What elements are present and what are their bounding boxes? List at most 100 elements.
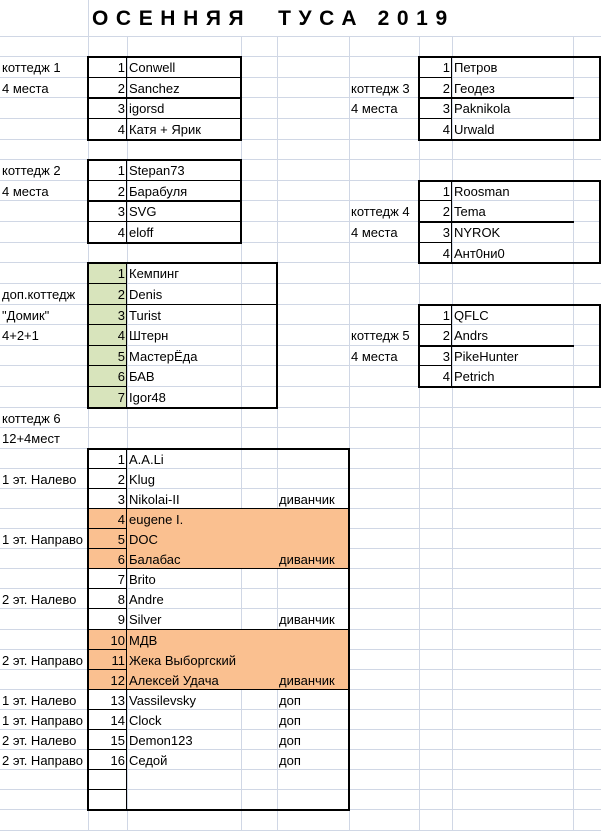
member-name[interactable]: Denis — [129, 287, 163, 302]
member-number[interactable]: 2 — [442, 80, 450, 96]
member-name[interactable]: Petrich — [454, 369, 495, 384]
member-location[interactable]: 2 эт. Налево — [2, 732, 77, 748]
member-name[interactable]: eloff — [129, 225, 154, 240]
member-number[interactable]: 1 — [442, 307, 450, 323]
member-name[interactable]: БАВ — [129, 369, 155, 384]
member-number[interactable]: 3 — [117, 204, 125, 219]
member-name[interactable]: Stepan73 — [129, 163, 185, 178]
member-note[interactable]: диванчик — [279, 491, 335, 507]
cottage-capacity[interactable]: 4 места — [351, 101, 398, 116]
member-name[interactable]: МДВ — [129, 632, 158, 648]
member-number[interactable]: 3 — [117, 307, 125, 323]
member-location[interactable]: 1 эт. Налево — [2, 692, 77, 708]
member-name[interactable]: Ант0ни0 — [454, 245, 505, 261]
cottage-label[interactable]: коттедж 4 — [351, 204, 410, 219]
member-number[interactable]: 16 — [110, 752, 125, 768]
cottage-label[interactable]: коттедж 5 — [351, 328, 410, 343]
member-number[interactable]: 1 — [117, 163, 125, 178]
member-name[interactable]: Demon123 — [129, 732, 193, 748]
member-name[interactable]: igorsd — [129, 101, 165, 116]
cottage-label[interactable]: коттедж 1 — [2, 60, 61, 75]
title-cell[interactable] — [89, 0, 601, 36]
member-name[interactable]: NYROK — [454, 225, 501, 240]
member-number[interactable]: 4 — [442, 369, 450, 384]
member-number[interactable]: 1 — [117, 60, 125, 75]
member-name[interactable]: Катя + Ярик — [129, 122, 201, 137]
cottage-capacity[interactable]: 4 места — [351, 225, 398, 240]
member-note[interactable]: диванчик — [279, 551, 335, 567]
member-number[interactable]: 6 — [117, 551, 125, 567]
cottage-name[interactable]: "Домик" — [2, 307, 50, 323]
member-name[interactable]: Петров — [454, 60, 498, 75]
cottage-label[interactable]: коттедж 2 — [2, 163, 61, 178]
member-name[interactable]: DOC — [129, 531, 158, 547]
member-number[interactable]: 1 — [442, 60, 450, 75]
member-number[interactable]: 12 — [110, 672, 125, 688]
member-number[interactable]: 3 — [442, 225, 450, 240]
member-location[interactable]: 2 эт. Налево — [2, 591, 77, 607]
member-name[interactable]: Tema — [454, 204, 486, 219]
cottage-capacity[interactable]: 4 места — [2, 80, 49, 96]
member-name[interactable]: Clock — [129, 712, 162, 728]
member-number[interactable]: 4 — [117, 225, 125, 240]
member-name[interactable]: Sanchez — [129, 80, 180, 96]
cottage-label[interactable]: доп.коттедж — [2, 287, 76, 302]
member-number[interactable]: 9 — [117, 612, 125, 627]
member-name[interactable]: Silver — [129, 612, 162, 627]
cottage-label[interactable]: коттедж 3 — [351, 80, 410, 96]
member-name[interactable]: Vassilevsky — [129, 692, 196, 708]
member-location[interactable]: 1 эт. Налево — [2, 471, 77, 487]
member-note[interactable]: доп — [279, 712, 301, 728]
member-name[interactable]: Urwald — [454, 122, 495, 137]
member-number[interactable]: 13 — [110, 692, 125, 708]
member-location[interactable]: 1 эт. Направо — [2, 712, 84, 728]
member-name[interactable]: Andrs — [454, 328, 488, 343]
member-note[interactable]: доп — [279, 732, 301, 748]
member-number[interactable]: 1 — [117, 451, 125, 467]
member-name[interactable]: Штерн — [129, 328, 169, 343]
member-name[interactable]: Жека Выборгский — [129, 652, 236, 668]
member-number[interactable]: 5 — [117, 531, 125, 547]
member-name[interactable]: Nikolai-II — [129, 491, 180, 507]
cottage-capacity[interactable]: 12+4мест — [2, 431, 60, 446]
member-name[interactable]: Roosman — [454, 183, 510, 199]
member-note[interactable]: диванчик — [279, 612, 335, 627]
member-number[interactable]: 2 — [117, 183, 125, 199]
member-name[interactable]: МастерЁда — [129, 348, 198, 364]
member-name[interactable]: Igor48 — [129, 390, 166, 405]
member-number[interactable]: 5 — [117, 348, 125, 364]
cottage-capacity[interactable]: 4+2+1 — [2, 328, 39, 343]
member-name[interactable]: QFLC — [454, 307, 489, 323]
member-number[interactable]: 11 — [111, 652, 126, 668]
member-number[interactable]: 1 — [117, 266, 125, 281]
member-number[interactable]: 4 — [442, 245, 450, 261]
member-number[interactable]: 10 — [110, 632, 125, 648]
member-name[interactable]: Klug — [129, 471, 156, 487]
member-location[interactable]: 1 эт. Направо — [2, 531, 84, 547]
member-number[interactable]: 7 — [117, 571, 125, 587]
member-location[interactable]: 2 эт. Направо — [2, 652, 84, 668]
member-location[interactable]: 2 эт. Направо — [2, 752, 84, 768]
member-number[interactable]: 2 — [442, 328, 450, 343]
member-number[interactable]: 3 — [117, 101, 125, 116]
member-number[interactable]: 1 — [442, 183, 450, 199]
member-number[interactable]: 3 — [442, 348, 450, 364]
member-number[interactable]: 8 — [117, 591, 125, 607]
member-number[interactable]: 4 — [117, 122, 125, 137]
member-number[interactable]: 3 — [117, 491, 125, 507]
member-name[interactable]: eugene I. — [129, 511, 184, 527]
member-name[interactable]: Алексей Удача — [129, 672, 219, 688]
cottage-label[interactable]: коттедж 6 — [2, 410, 61, 426]
member-number[interactable]: 7 — [117, 390, 125, 405]
member-number[interactable]: 4 — [117, 511, 125, 527]
member-number[interactable]: 2 — [117, 471, 125, 487]
member-note[interactable]: диванчик — [279, 672, 335, 688]
member-name[interactable]: Седой — [129, 752, 168, 768]
cottage-capacity[interactable]: 4 места — [2, 183, 49, 199]
member-number[interactable]: 15 — [110, 732, 125, 748]
member-name[interactable]: SVG — [129, 204, 157, 219]
member-name[interactable]: Балабас — [129, 551, 181, 567]
member-name[interactable]: Барабуля — [129, 183, 188, 199]
member-number[interactable]: 14 — [110, 712, 125, 728]
member-name[interactable]: Conwell — [129, 60, 176, 75]
